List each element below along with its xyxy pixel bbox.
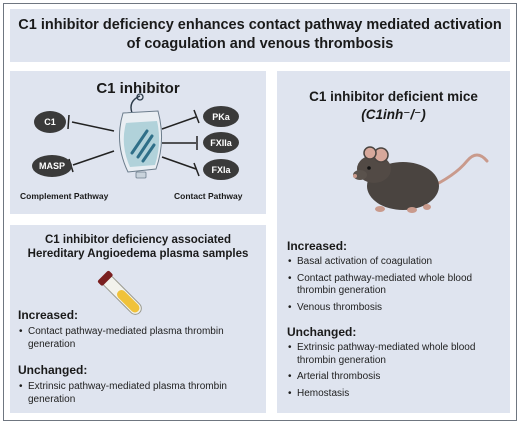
list-item: Extrinsic pathway-mediated whole blood t… bbox=[287, 342, 502, 367]
list-item: Arterial thrombosis bbox=[287, 371, 502, 384]
fxia-node: FXIa bbox=[203, 159, 239, 180]
mice-unchanged-list: Extrinsic pathway-mediated whole blood t… bbox=[287, 342, 502, 400]
contact-pathway-label: Contact Pathway bbox=[174, 191, 243, 201]
inhibition-bar bbox=[67, 114, 70, 130]
c1-node: C1 bbox=[34, 111, 66, 133]
inhibition-lines bbox=[67, 93, 200, 179]
figure-title: C1 inhibitor deficiency enhances contact… bbox=[18, 17, 502, 52]
inhibition-arrow bbox=[71, 121, 115, 132]
list-item: Extrinsic pathway-mediated plasma thromb… bbox=[18, 381, 250, 406]
masp-node: MASP bbox=[32, 155, 72, 177]
pka-node: PKa bbox=[203, 106, 239, 127]
mice-panel: C1 inhibitor deficient mice (C1inh⁻/⁻) I… bbox=[277, 71, 510, 413]
list-item: Contact pathway-mediated whole blood thr… bbox=[287, 273, 502, 298]
mice-title: C1 inhibitor deficient mice bbox=[309, 89, 478, 104]
hae-unchanged-list: Extrinsic pathway-mediated plasma thromb… bbox=[18, 381, 250, 406]
inhibition-arrow bbox=[161, 156, 197, 170]
hae-panel: C1 inhibitor deficiency associated Hered… bbox=[10, 225, 266, 413]
inhibition-bar bbox=[193, 162, 200, 177]
mice-genotype: (C1inh⁻/⁻) bbox=[361, 107, 426, 122]
hae-title: C1 inhibitor deficiency associated Hered… bbox=[27, 234, 249, 260]
mice-increased-list: Basal activation of coagulation Contact … bbox=[287, 256, 502, 314]
mouse-icon bbox=[353, 146, 489, 213]
fxiia-node: FXIIa bbox=[203, 132, 239, 153]
inhibition-arrow bbox=[161, 116, 197, 130]
c1-inhibitor-title: C1 inhibitor bbox=[96, 80, 180, 97]
hae-increased-label: Increased: bbox=[18, 308, 79, 322]
list-item: Basal activation of coagulation bbox=[287, 256, 502, 269]
complement-pathway-label: Complement Pathway bbox=[20, 191, 109, 201]
mice-unchanged-label: Unchanged: bbox=[287, 325, 357, 339]
mice-increased-label: Increased: bbox=[287, 239, 348, 253]
inhibition-bar bbox=[193, 109, 200, 124]
c1-inhibitor-panel: C1 inhibitor bbox=[10, 71, 266, 214]
blood-tube-icon bbox=[97, 270, 142, 315]
hae-increased-list: Contact pathway-mediated plasma thrombin… bbox=[18, 326, 250, 351]
title-panel: C1 inhibitor deficiency enhances contact… bbox=[10, 9, 510, 62]
list-item: Venous thrombosis bbox=[287, 302, 502, 315]
iv-bag-icon bbox=[118, 93, 162, 179]
list-item: Hemostasis bbox=[287, 388, 502, 401]
list-item: Contact pathway-mediated plasma thrombin… bbox=[18, 326, 250, 351]
inhibition-arrow bbox=[72, 150, 115, 166]
hae-unchanged-label: Unchanged: bbox=[18, 363, 88, 377]
